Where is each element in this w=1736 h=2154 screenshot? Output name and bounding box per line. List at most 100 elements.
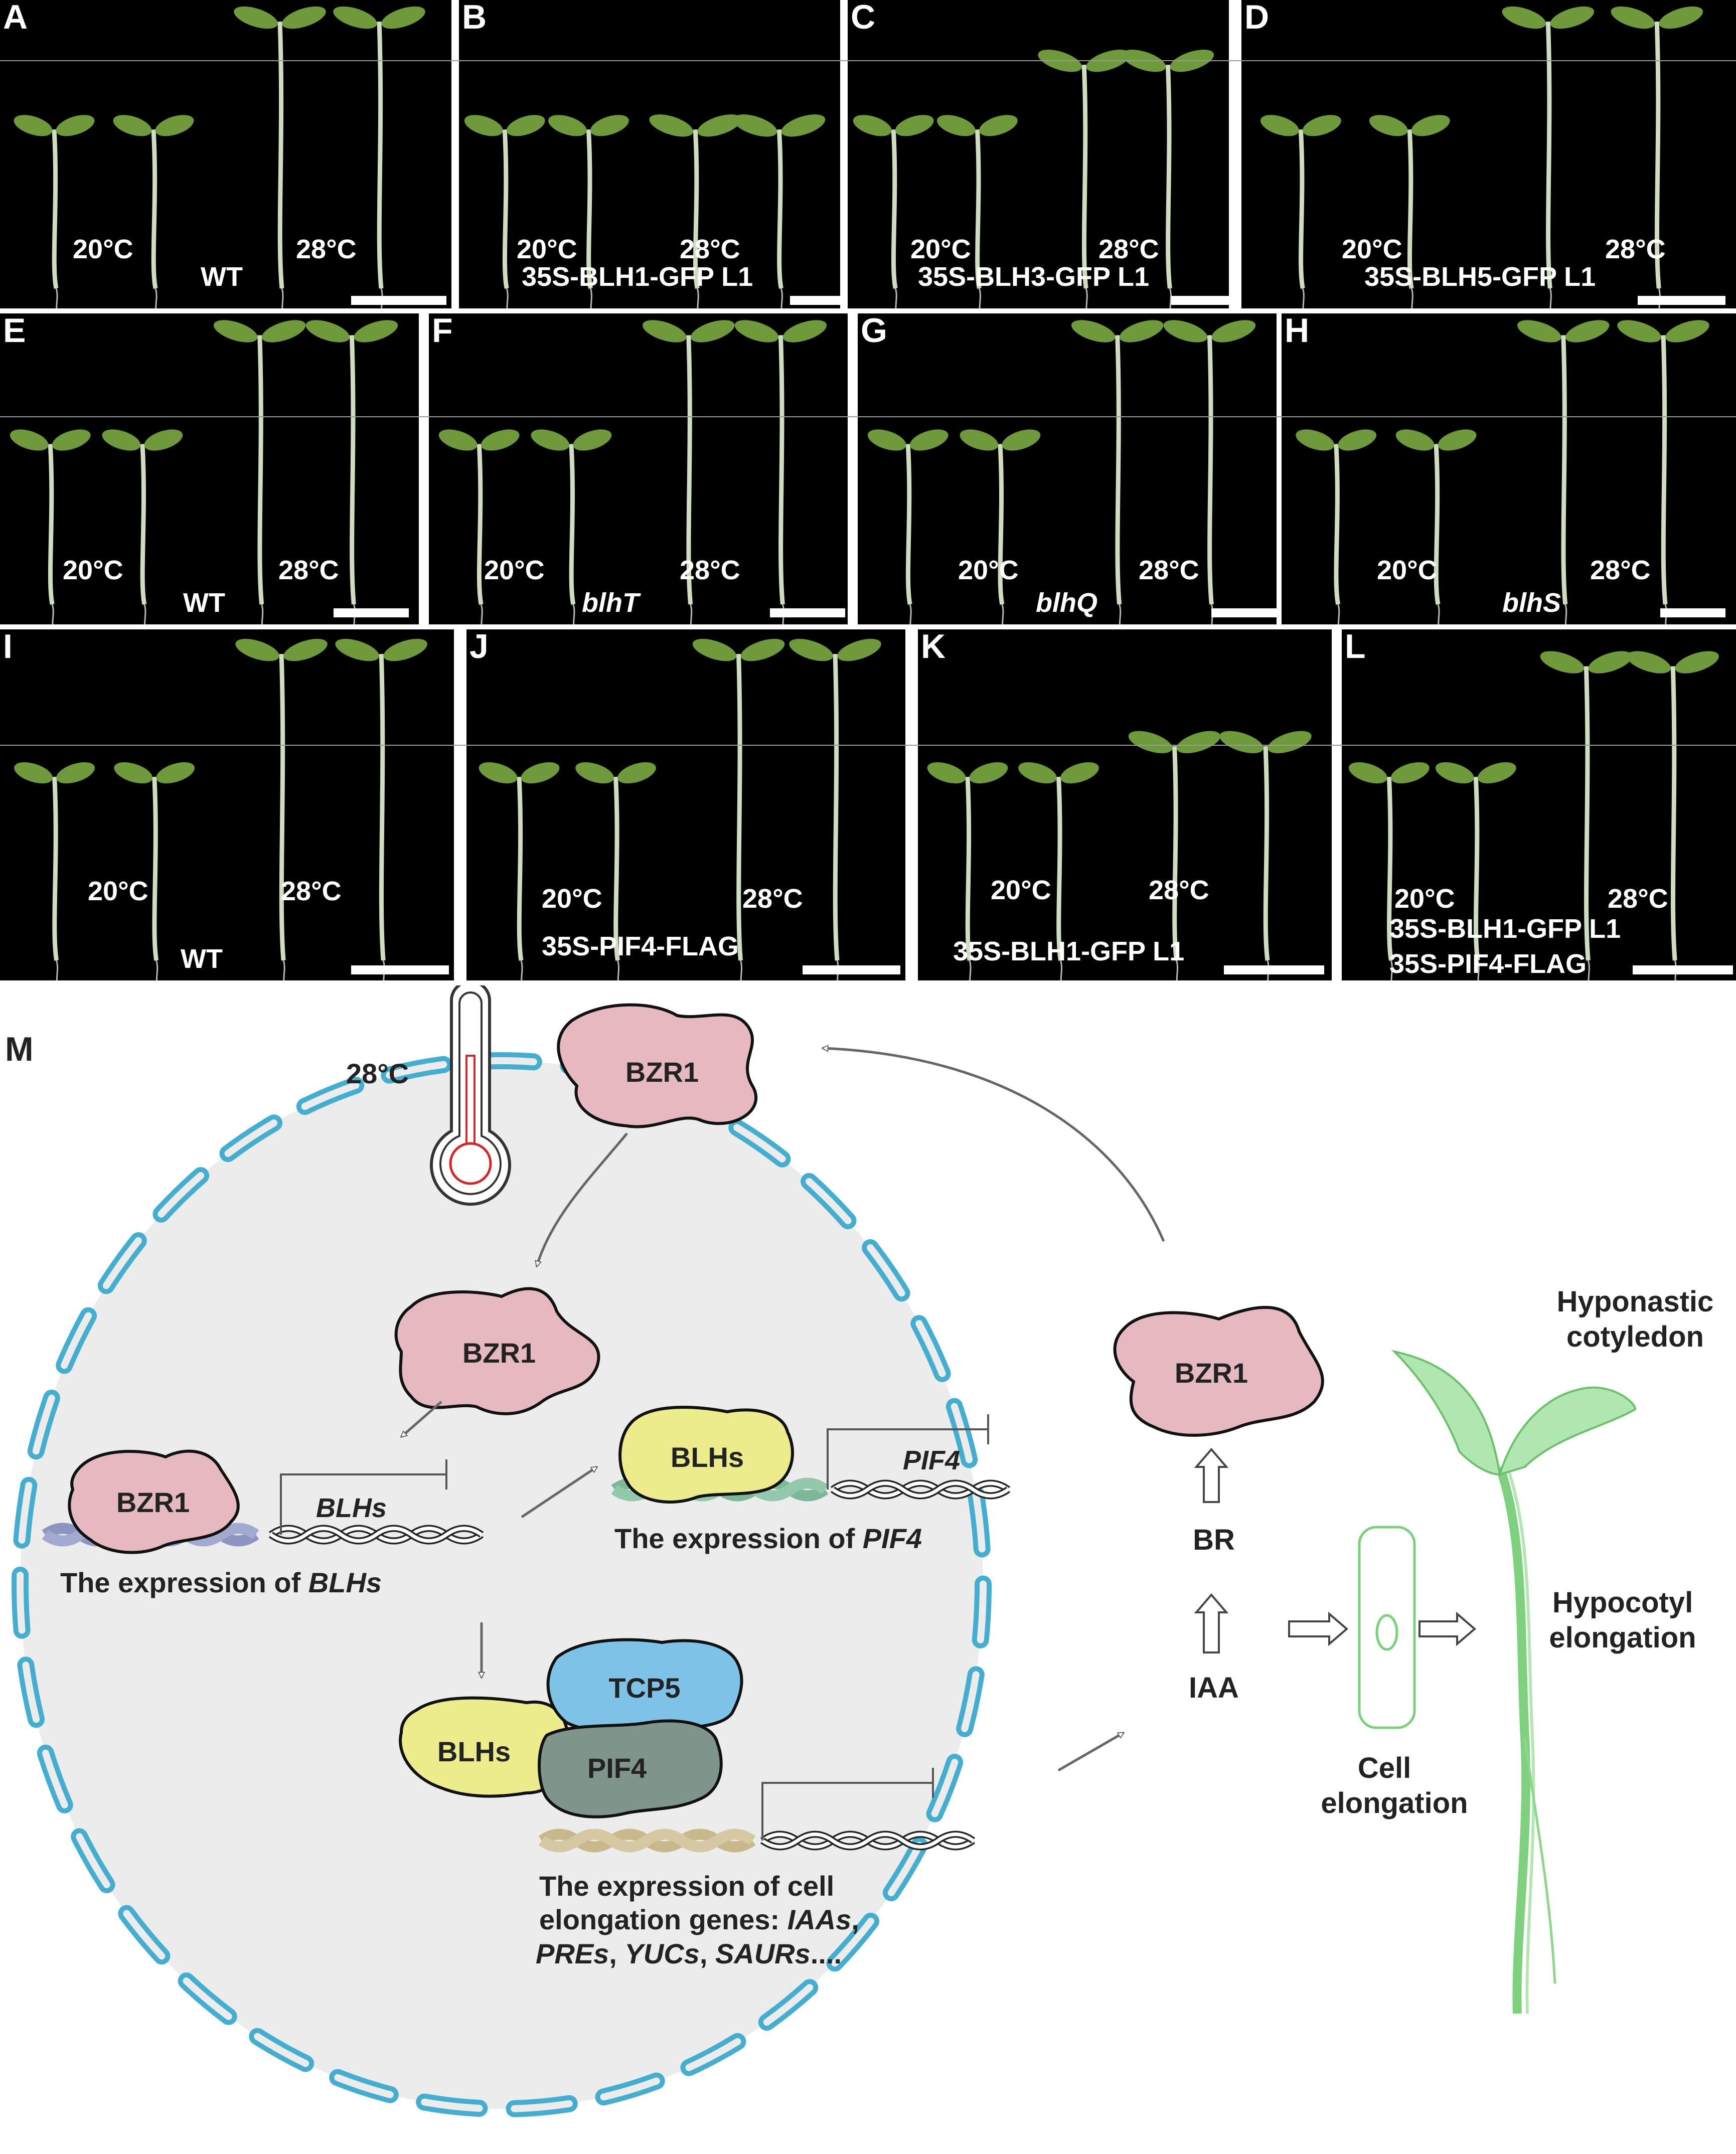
scale-bar — [1638, 296, 1725, 305]
genotype-label-2: 35S-PIF4-FLAG — [1389, 949, 1587, 979]
temperature-28-label: 28°C — [742, 884, 803, 914]
bzr1-blob-middle — [394, 1287, 600, 1415]
scale-bar — [1633, 965, 1733, 974]
seedling-photo — [14, 638, 427, 980]
genotype-label: 35S-BLH5-GFP L1 — [1364, 262, 1596, 292]
nuclear-envelope-inner — [17, 1057, 987, 2112]
panel-label: H — [1285, 313, 1310, 350]
panel-label: A — [3, 0, 28, 36]
genotype-label: WT — [181, 944, 223, 974]
bzr1-label-top: BZR1 — [625, 1056, 699, 1088]
hyponastic-label-1: Hyponastic — [1557, 1285, 1714, 1318]
panel-label: C — [851, 0, 876, 36]
panel-label: K — [921, 629, 946, 666]
temperature-label: 28°C — [346, 1058, 409, 1089]
seedling-photo — [1296, 320, 1709, 624]
seedling-photo — [464, 114, 826, 308]
temperature-28-label: 28°C — [281, 876, 342, 906]
temperature-28-label: 28°C — [1605, 234, 1666, 264]
scale-bar — [1224, 965, 1324, 974]
expression-cell-line-2: elongation genes: IAAs, — [539, 1904, 859, 1935]
expression-cell-line-3: PREs, YUCs, SAURs.... — [536, 1938, 842, 1969]
panel-label: L — [1345, 629, 1366, 666]
scale-bar — [803, 965, 900, 974]
panel-label: F — [432, 313, 453, 350]
blhs-label-complex: BLHs — [437, 1736, 511, 1767]
panel-label: J — [469, 629, 489, 666]
cell-icon — [1358, 1526, 1416, 1729]
seedling-photo — [1348, 651, 1719, 980]
blhs-label-pif4: BLHs — [671, 1441, 744, 1473]
promoter-arrow-blhs — [280, 1459, 447, 1535]
promoter-arrow-cell — [761, 1768, 934, 1841]
temperature-28-label: 28°C — [1139, 555, 1199, 585]
temperature-28-label: 28°C — [1590, 555, 1651, 585]
temperature-20-label: 20°C — [484, 555, 545, 585]
temperature-28-label: 28°C — [1608, 884, 1668, 914]
temperature-28-label: 28°C — [296, 234, 357, 264]
bzr1-label-right: BZR1 — [1175, 1357, 1248, 1389]
model-diagram: M 28°C BZR1 BZR1 BZR1 BLH — [5, 985, 1714, 2117]
seedling-photo — [927, 731, 1312, 980]
temperature-20-label: 20°C — [63, 555, 123, 585]
genotype-label: 35S-BLH3-GFP L1 — [918, 262, 1150, 292]
thermometer-icon — [430, 985, 511, 1206]
temperature-20-label: 20°C — [1377, 555, 1438, 585]
temperature-20-label: 20°C — [542, 884, 602, 914]
bzr1-blob-top — [557, 1003, 757, 1128]
temperature-28-label: 28°C — [278, 555, 339, 585]
bzr1-label-middle: BZR1 — [462, 1337, 536, 1369]
pif4-label: PIF4 — [587, 1752, 647, 1784]
blhs-blob-pif4 — [618, 1406, 794, 1504]
panel-label-M: M — [5, 1030, 34, 1068]
panel-label: G — [861, 313, 887, 350]
cell-elongation-label-2: elongation — [1321, 1787, 1468, 1819]
genotype-label: WT — [201, 262, 243, 292]
temperature-28-label: 28°C — [680, 234, 740, 264]
seedling-photo — [1260, 6, 1703, 308]
hyponastic-label-2: cotyledon — [1566, 1320, 1704, 1353]
iaa-label: IAA — [1189, 1672, 1239, 1704]
scale-bar — [790, 296, 840, 305]
scale-bar — [351, 296, 446, 305]
genotype-label: blhT — [582, 588, 639, 618]
seedling-icon — [1391, 1350, 1637, 2014]
seedling-photo — [867, 320, 1256, 624]
temperature-20-label: 20°C — [1342, 234, 1402, 264]
temperature-20-label: 20°C — [73, 234, 133, 264]
temperature-28-label: 28°C — [1149, 875, 1209, 905]
temperature-20-label: 20°C — [1394, 884, 1455, 914]
pathway-arrows — [401, 1048, 1165, 1772]
cell-elongation-label-1: Cell — [1358, 1752, 1411, 1784]
guide-line-row-1 — [0, 60, 1736, 61]
scale-bar — [334, 608, 409, 617]
genotype-label: 35S-BLH1-GFP L1 — [522, 262, 753, 292]
gene-label-blhs: BLHs — [316, 1493, 387, 1523]
guide-line-row-3 — [0, 745, 1736, 746]
hypocotyl-label-2: elongation — [1549, 1621, 1696, 1654]
genotype-label: 35S-BLH1-GFP L1 — [953, 936, 1185, 966]
hollow-arrows — [1194, 1447, 1477, 1653]
panel-A: A 20°C 28°C WT — [0, 0, 451, 308]
seedling-photo — [14, 6, 425, 308]
genotype-label: 35S-PIF4-FLAG — [542, 931, 739, 961]
tcp5-label: TCP5 — [608, 1672, 680, 1704]
tcp5-blob — [546, 1638, 743, 1734]
br-label: BR — [1193, 1524, 1235, 1556]
scale-bar — [351, 965, 449, 974]
temperature-20-label: 20°C — [88, 876, 148, 906]
expression-cell-line-1: The expression of cell — [539, 1870, 834, 1902]
scale-bar — [1660, 608, 1725, 617]
scale-bar — [1171, 296, 1229, 305]
hypocotyl-label-1: Hypocotyl — [1552, 1586, 1693, 1619]
gene-label-pif4: PIF4 — [903, 1445, 960, 1475]
genotype-label: WT — [183, 588, 225, 618]
temperature-20-label: 20°C — [910, 234, 971, 264]
